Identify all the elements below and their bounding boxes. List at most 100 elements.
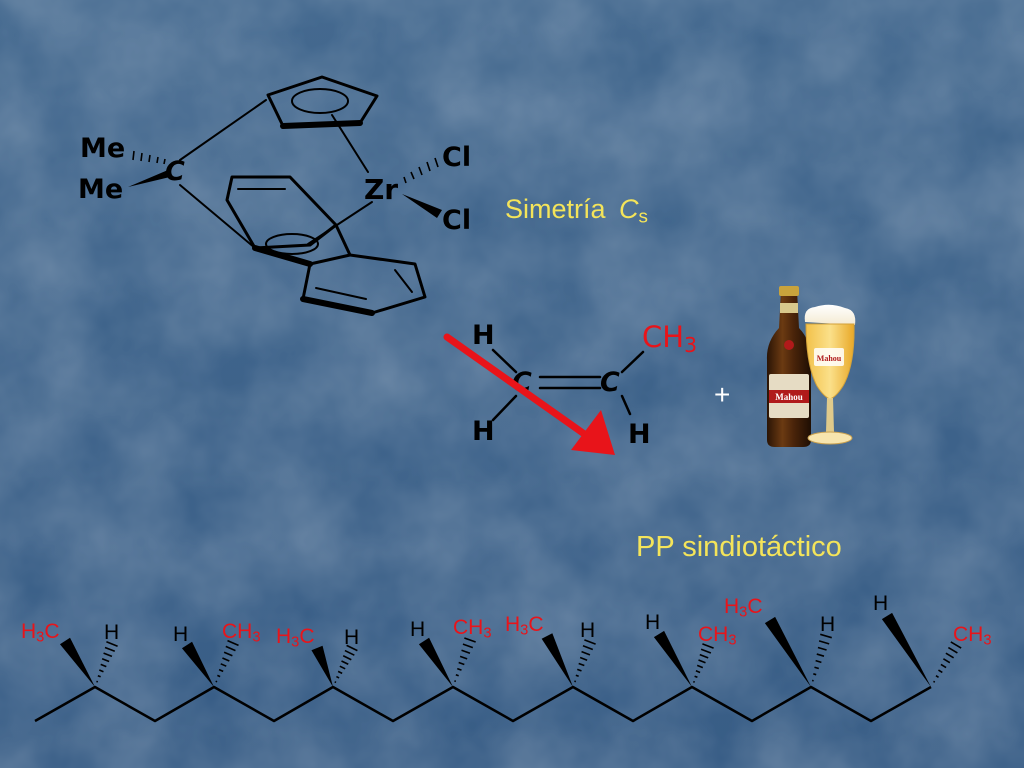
hashed-bond-segment — [458, 661, 465, 666]
product-label: PP sindiotáctico — [636, 531, 842, 563]
hashed-bond-segment — [461, 649, 471, 655]
hashed-bond-segment — [462, 643, 474, 649]
chain-methyl-5-c: C — [528, 613, 544, 636]
symmetry-group: Cs — [619, 194, 648, 227]
hashed-bond-segment — [104, 646, 116, 653]
hashed-bond-segment — [942, 658, 951, 664]
cyclopentadienyl-ring — [266, 75, 379, 129]
chain-methyl-3-sub: 3 — [291, 634, 300, 651]
chain-hydrogen-8: H — [873, 592, 889, 615]
chain-hydrogen-2: H — [173, 623, 189, 646]
chain-methyl-3: H3C — [276, 626, 315, 650]
plus-sign: + — [714, 379, 731, 410]
hashed-bond-segment — [97, 674, 101, 678]
svg-text:Mahou: Mahou — [817, 354, 842, 363]
methyl-label-bottom: Me — [78, 174, 124, 205]
chain-methyl-2-sub: 3 — [252, 629, 261, 646]
hashed-bond-segment — [454, 680, 457, 683]
beer-bottle-icon: Mahou — [766, 286, 812, 447]
chain-methyl-8: CH3 — [953, 623, 992, 648]
hashed-bond-segment — [950, 641, 962, 649]
hashed-bond-segment — [940, 663, 947, 669]
chain-methyl-4-ch: CH — [453, 616, 484, 639]
hashed-bond-segment — [341, 660, 349, 665]
chain-hydrogen-4: H — [410, 618, 426, 641]
chain-hydrogen-3: H — [344, 626, 360, 649]
hashed-bond-segment — [336, 675, 340, 679]
hashed-bond-segment — [222, 657, 230, 662]
hashed-bond-segment — [699, 653, 709, 659]
hashed-bond-segment — [820, 633, 832, 639]
hashed-bond-segment — [342, 655, 352, 661]
hashed-bond-segment — [945, 652, 955, 659]
wedge-bond — [418, 637, 453, 687]
chain-methyl-1-h: H — [21, 620, 37, 643]
hashed-bond-segment — [464, 637, 476, 643]
hashed-bond-segment — [215, 680, 218, 683]
hashed-bond-segment — [103, 652, 113, 658]
hashed-bond-segment — [933, 680, 936, 683]
chain-methyl-7-sub: 3 — [739, 604, 748, 621]
hashed-bond-segment — [698, 659, 706, 664]
beer-glass-icon: Mahou — [804, 304, 856, 445]
propylene-methyl-main: CH — [642, 320, 685, 354]
chain-methyl-1-sub: 3 — [36, 629, 45, 646]
hashed-bond-segment — [702, 643, 714, 649]
hashed-bond-segment — [217, 674, 221, 678]
chain-methyl-8-ch: CH — [953, 623, 984, 646]
cl-bonds — [402, 157, 442, 218]
chain-methyl-5: H3C — [505, 613, 544, 638]
fluorenyl-ring — [225, 175, 427, 316]
methyl-label-top: Me — [80, 133, 126, 164]
hashed-bond-segment — [346, 644, 358, 652]
chain-methyl-6-ch: CH — [698, 623, 729, 646]
chain-methyl-7-h: H — [724, 595, 740, 618]
hashed-bond-segment — [817, 646, 827, 651]
chain-methyl-4-sub: 3 — [483, 625, 492, 642]
chlorine-label-top: Cl — [442, 142, 472, 173]
hashed-bond-segment — [220, 663, 227, 667]
chain-methyl-4: CH3 — [453, 616, 492, 641]
wedge-bond — [764, 616, 811, 687]
hashed-bond-segment — [334, 681, 337, 684]
chain-hydrogen-6: H — [645, 611, 661, 634]
svg-text:Mahou: Mahou — [775, 392, 803, 402]
hashed-bond-segment — [218, 668, 224, 673]
chain-methyl-5-sub: 3 — [520, 622, 529, 639]
hashed-bond-segment — [816, 653, 825, 657]
chain-methyl-6-sub: 3 — [728, 632, 737, 649]
hashed-bond-segment — [344, 649, 355, 656]
hashed-bond-segment — [455, 673, 459, 677]
hashed-bond-segment — [581, 650, 591, 656]
wedge-bond — [311, 645, 333, 687]
hashed-bond-segment — [947, 646, 958, 654]
hashed-bond-segment — [106, 641, 118, 647]
propylene-h-bottom-right: H — [628, 419, 651, 450]
hashed-bond-segment — [96, 680, 99, 683]
hashed-bond-segment — [223, 651, 233, 657]
propylene-methyl: CH3 — [642, 320, 697, 356]
hashed-bond-segment — [582, 645, 594, 651]
hashed-bond-segment — [98, 669, 104, 673]
hashed-bond-segment — [578, 662, 585, 667]
chain-methyl-7: H3C — [724, 595, 763, 620]
hashed-bond-segment — [227, 639, 239, 647]
wedge-bond — [181, 641, 214, 687]
hashed-bond-segment — [337, 670, 343, 675]
symmetry-group-letter: C — [619, 194, 639, 224]
chain-methyl-7-c: C — [747, 595, 763, 618]
chain-methyl-2-ch: CH — [222, 620, 253, 643]
chain-methyl-8-sub: 3 — [983, 632, 992, 649]
wedge-bond — [541, 633, 573, 687]
chain-methyl-1: H3C — [21, 620, 60, 645]
hashed-bond-segment — [935, 675, 939, 678]
hashed-bond-segment — [693, 680, 695, 683]
chain-hydrogen-5: H — [580, 619, 596, 642]
hashed-bond-segment — [225, 645, 236, 652]
wedge-bond — [653, 630, 692, 687]
